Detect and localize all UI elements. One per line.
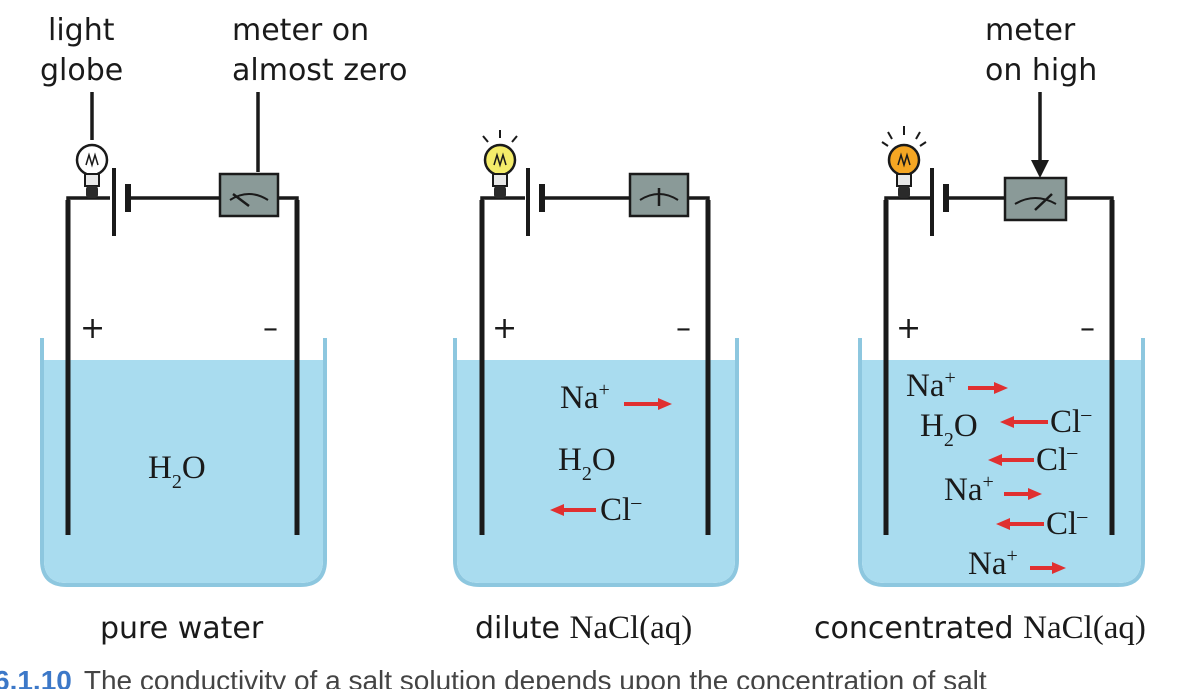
light-globe-label-line2: globe [40, 53, 123, 88]
minus-sign: – [676, 311, 691, 346]
plus-sign: + [80, 311, 105, 346]
water [457, 360, 735, 583]
beaker-glass [40, 338, 327, 587]
meter-zero-label-line1: meter on [232, 13, 369, 48]
plus-sign: + [492, 311, 517, 346]
beaker-dilute-nacl: + – Na+ H2O Cl– [453, 130, 739, 587]
circuit-wire-right [688, 196, 710, 200]
water-formula: H2O [558, 442, 616, 485]
sodium-ion: Na+ [906, 367, 956, 404]
arrow-left-icon [1000, 416, 1048, 428]
chloride-ion: Cl– [1046, 505, 1088, 542]
minus-sign: – [263, 311, 278, 346]
light-bulb-icon [75, 143, 109, 198]
arrow-left-icon [996, 518, 1044, 530]
arrow-left-icon [988, 454, 1034, 466]
caption-concentrated-nacl: concentrated NaCl(aq) [814, 610, 1146, 646]
water-formula: H2O [920, 408, 978, 451]
caption-dilute-nacl: dilute NaCl(aq) [475, 610, 692, 646]
figure-caption: 6.1.10 The conductivity of a salt solutio… [0, 665, 987, 689]
water [862, 360, 1141, 583]
light-bulb-icon [482, 130, 518, 198]
arrow-right-icon [1004, 488, 1042, 500]
meter-zero-label-line2: almost zero [232, 53, 407, 88]
ammeter-icon [1003, 176, 1068, 222]
caption-pure-water: pure water [100, 611, 264, 646]
beaker-pure-water: + – H2O [40, 143, 327, 587]
light-bulb-icon [881, 126, 927, 198]
circuit-wire-left [480, 196, 525, 200]
water [44, 360, 323, 583]
plus-sign: + [896, 311, 921, 346]
figure-number: 6.1.10 [0, 665, 72, 689]
arrow-right-icon [968, 382, 1008, 394]
chloride-ion: Cl– [1050, 403, 1092, 440]
circuit-wire-right [1066, 196, 1114, 200]
arrow-right-icon [1030, 562, 1066, 574]
circuit-wire-left [66, 196, 110, 200]
water-formula: H2O [148, 450, 206, 493]
meter-needle [232, 193, 250, 207]
light-globe-label-line1: light [48, 13, 115, 48]
circuit-wire-left [884, 196, 930, 200]
ammeter-icon [218, 172, 280, 218]
arrow-right-icon [624, 398, 672, 410]
chloride-ion: Cl– [600, 491, 642, 528]
ammeter-icon [628, 172, 690, 218]
arrow-left-icon [550, 504, 596, 516]
minus-sign: – [1080, 311, 1095, 346]
sodium-ion: Na+ [944, 471, 994, 508]
meter-needle [1034, 193, 1053, 211]
beaker-glass [453, 338, 739, 587]
figure-caption-text: The conductivity of a salt solution depe… [84, 665, 987, 689]
meter-high-label-line1: meter [985, 13, 1076, 48]
circuit-wire-right [278, 196, 299, 200]
chloride-ion: Cl– [1036, 441, 1078, 478]
meter-high-arrowhead [1031, 160, 1049, 178]
beaker-glass [858, 338, 1145, 587]
meter-high-label-line2: on high [985, 53, 1097, 88]
beaker-concentrated-nacl: + – Na+ H2O Cl– Cl– Na+ Cl [858, 126, 1145, 587]
sodium-ion: Na+ [968, 545, 1018, 582]
sodium-ion: Na+ [560, 379, 610, 416]
